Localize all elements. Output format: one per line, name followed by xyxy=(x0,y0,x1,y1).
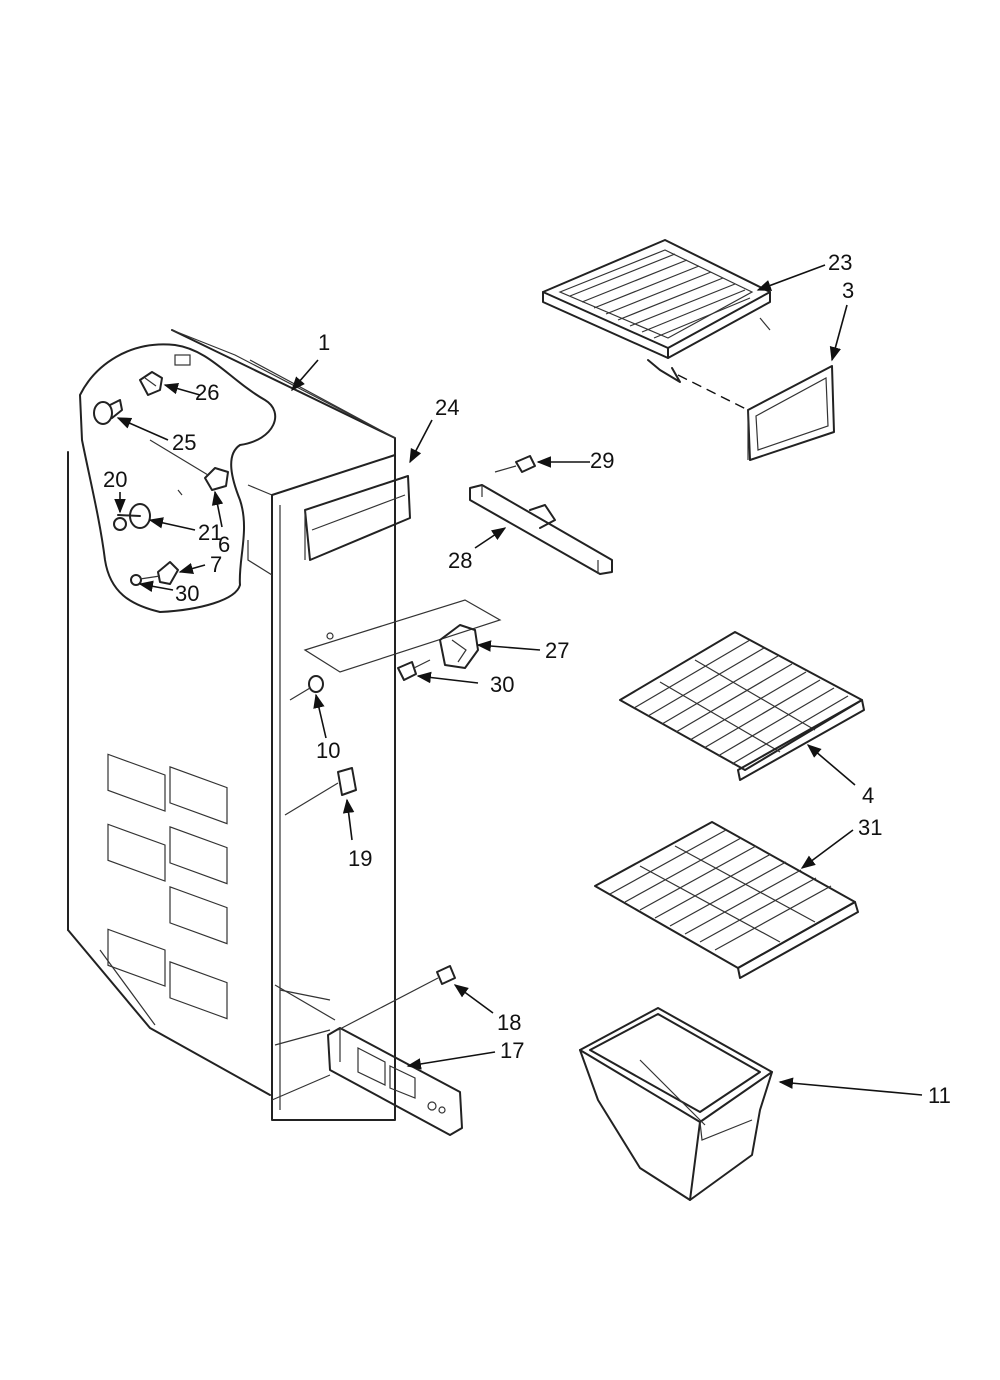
control-plate xyxy=(303,599,502,673)
side-wall-panels xyxy=(107,753,228,1020)
part-23-wire-shelf xyxy=(542,239,771,383)
freezer-liner-cabinet xyxy=(67,329,396,1121)
leader-lines xyxy=(114,264,923,1096)
part-25-bulb xyxy=(93,399,123,425)
callout-4: 4 xyxy=(862,783,874,808)
callout-23: 23 xyxy=(828,250,852,275)
callout-10: 10 xyxy=(316,738,340,763)
part-10-bulb xyxy=(289,675,324,701)
callout-25: 25 xyxy=(172,430,196,455)
callout-labels: 1 3 4 6 7 10 11 17 18 19 20 21 23 24 25 … xyxy=(103,250,951,1108)
callout-11: 11 xyxy=(928,1083,951,1108)
part-19-switch xyxy=(284,767,357,816)
part-31-wire-shelf xyxy=(594,821,859,979)
callout-1: 1 xyxy=(318,330,330,355)
callout-30-upper: 30 xyxy=(175,581,199,606)
callout-21: 21 xyxy=(198,520,222,545)
callout-7: 7 xyxy=(210,552,222,577)
callout-28: 28 xyxy=(448,548,472,573)
callout-19: 19 xyxy=(348,846,372,871)
dashed-assembly-line-23-3 xyxy=(677,374,749,411)
callout-31: 31 xyxy=(858,815,882,840)
callout-18: 18 xyxy=(497,1010,521,1035)
part-30-screw xyxy=(397,659,431,681)
part-21-socket xyxy=(113,503,151,531)
part-28-shelf-rail xyxy=(469,484,613,575)
part-4-wire-shelf xyxy=(619,631,865,781)
callout-26: 26 xyxy=(195,380,219,405)
part-7-bracket xyxy=(130,561,179,586)
callout-20: 20 xyxy=(103,467,127,492)
callout-3: 3 xyxy=(842,278,854,303)
part-3-shelf-frame xyxy=(747,365,835,461)
shelf-4-wires xyxy=(633,639,849,765)
part-26-clip xyxy=(139,371,163,396)
part-11-storage-bin xyxy=(579,1007,773,1201)
callout-6: 6 xyxy=(218,532,230,557)
callout-27: 27 xyxy=(545,638,569,663)
part-29-screw xyxy=(494,455,536,473)
callout-30-lower: 30 xyxy=(490,672,514,697)
part-24-duct-cover xyxy=(304,475,411,561)
part-27-control-knob xyxy=(439,624,479,669)
callout-29: 29 xyxy=(590,448,614,473)
part-6-bracket xyxy=(149,439,229,491)
part-17-toe-grille xyxy=(327,1027,463,1136)
callout-24: 24 xyxy=(435,395,459,420)
shelf-31-wires xyxy=(609,829,832,951)
callout-17: 17 xyxy=(500,1038,524,1063)
shelf-23-wires xyxy=(569,253,751,339)
detail-cutout xyxy=(79,343,277,613)
part-18-screw xyxy=(337,965,456,1031)
